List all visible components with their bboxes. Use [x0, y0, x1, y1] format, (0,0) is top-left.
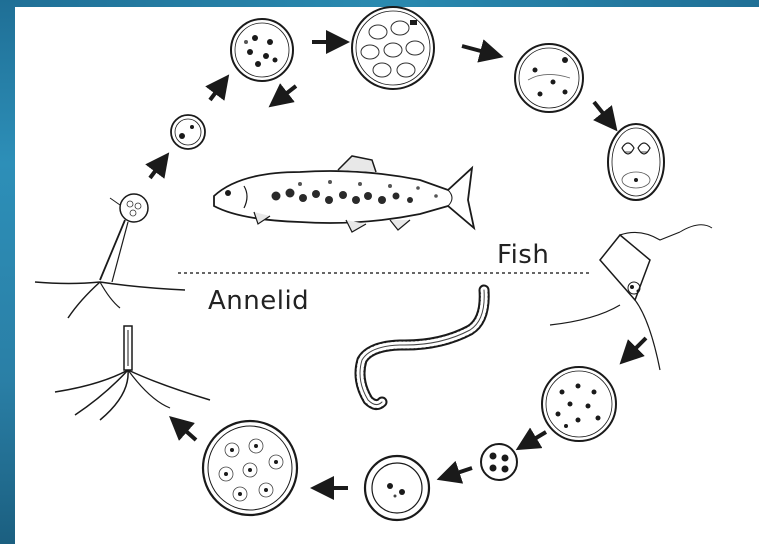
stage-actinospore-lower [55, 326, 210, 420]
arrow-4 [628, 338, 646, 356]
fish-host-label: Fish [497, 240, 549, 270]
stage-released-sporoplasm [550, 225, 712, 370]
arrow-5 [526, 432, 546, 444]
arrow-8 [178, 424, 196, 440]
arrow-2 [462, 46, 492, 54]
stage-myxospore [608, 124, 664, 200]
stage-sporoplasm-small [171, 115, 205, 149]
stage-triactinomyxon-upper [35, 194, 185, 318]
annelid-host-illustration [360, 290, 484, 405]
arrow-11 [278, 86, 296, 100]
arrow-6 [448, 468, 472, 476]
stage-cyst-top-right [515, 44, 583, 112]
annelid-host-label: Annelid [208, 286, 309, 316]
stage-cyst-top-left [231, 19, 293, 81]
stage-cyst-top-middle [352, 7, 434, 89]
stage-double-wall-cyst [365, 456, 429, 520]
fish-host-illustration [214, 156, 474, 232]
arrow-3 [594, 102, 610, 122]
stage-cyst-bottom-left [203, 421, 297, 515]
stage-small-cyst [481, 444, 517, 480]
arrow-9 [150, 162, 162, 178]
stage-cyst-bottom-right [542, 367, 616, 441]
arrow-10 [210, 84, 222, 100]
